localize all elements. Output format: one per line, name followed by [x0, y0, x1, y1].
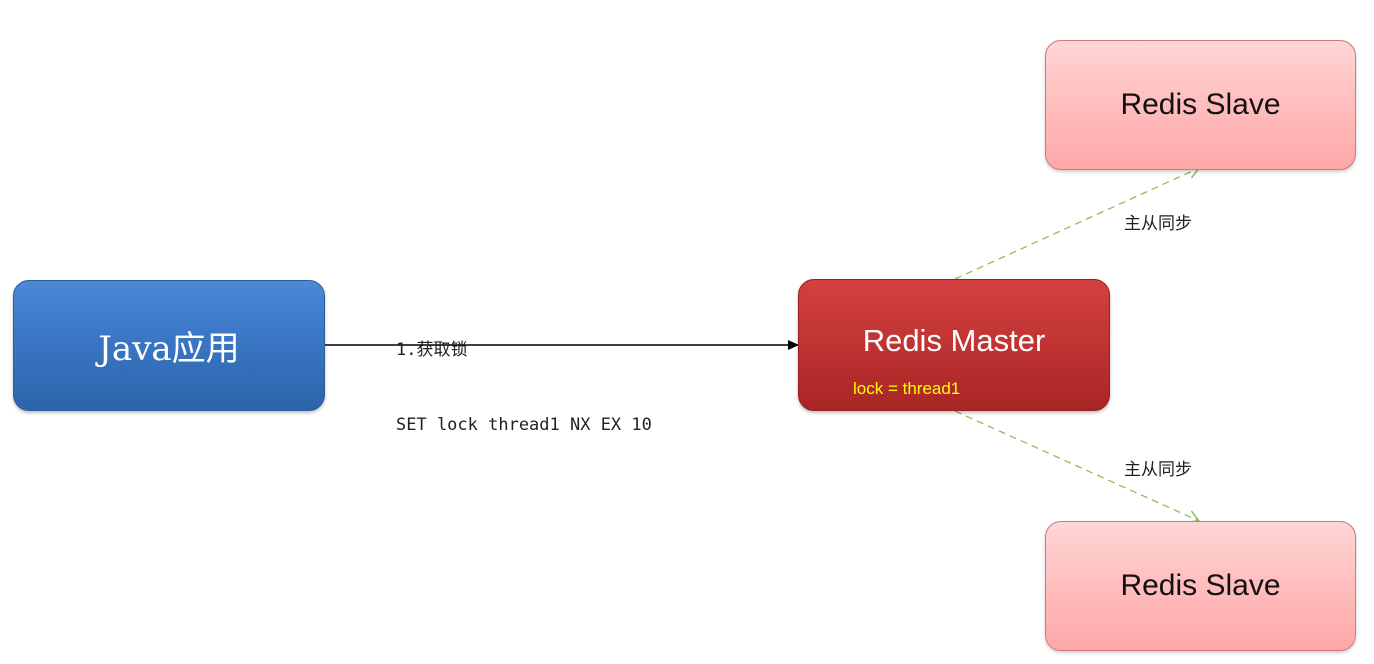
redis-master-label: Redis Master — [862, 323, 1046, 358]
sync-label-top: 主从同步 — [1124, 214, 1192, 234]
acquire-lock-step: 1.获取锁 — [396, 340, 468, 360]
redis-slave-bottom-node: Redis Slave — [1045, 521, 1356, 651]
acquire-lock-label: 1.获取锁 SET lock thread1 NX EX 10 — [396, 288, 652, 463]
sync-label-bottom: 主从同步 — [1124, 460, 1192, 480]
sync-arrow-top — [954, 166, 1201, 280]
sync-arrow-bottom — [954, 410, 1201, 523]
java-app-node: Java应用 — [13, 280, 325, 411]
redis-slave-bottom-label: Redis Slave — [1120, 569, 1281, 602]
redis-master-node: Redis Master lock = thread1 — [798, 279, 1110, 411]
acquire-lock-command: SET lock thread1 NX EX 10 — [396, 415, 652, 435]
java-app-label: Java应用 — [98, 329, 240, 369]
redis-slave-top-label: Redis Slave — [1120, 88, 1281, 121]
redis-slave-top-node: Redis Slave — [1045, 40, 1356, 170]
lock-value-label: lock = thread1 — [853, 379, 961, 398]
